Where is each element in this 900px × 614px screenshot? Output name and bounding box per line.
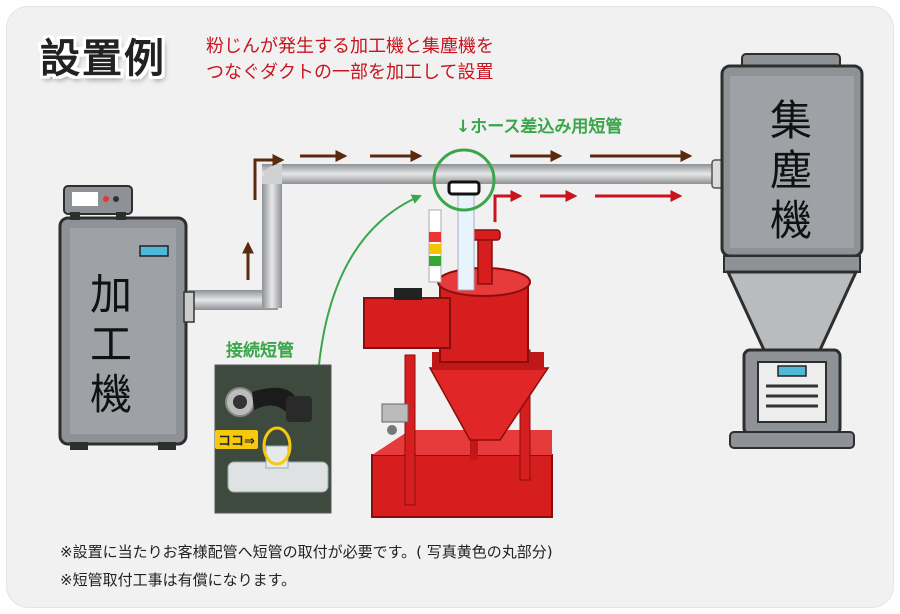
collector-char: 塵 <box>769 146 812 195</box>
machine-label: 加 工 機 <box>86 270 136 420</box>
note-fee: ※短管取付工事は有償になります。 <box>60 571 297 589</box>
koko-label: ココ⇒ <box>215 430 258 449</box>
machine-char: 機 <box>89 370 132 419</box>
subtitle-line-2: つなぐダクトの一部を加工して設置 <box>206 62 494 83</box>
dust-collector <box>720 53 864 449</box>
machine-char: 工 <box>89 320 132 369</box>
note-installation: ※設置に当たりお客様配管へ短管の取付が必要です。( 写真黄色の丸部分) <box>60 543 553 561</box>
processing-machine <box>58 185 195 450</box>
hose-highlight <box>317 148 496 376</box>
hose-tube-label: ↓ホース差込み用短管 <box>456 117 623 137</box>
collector-label: 集 塵 機 <box>766 96 816 246</box>
red-flow-arrows <box>493 190 683 222</box>
flow-arrows <box>242 150 693 280</box>
subtitle-line-1: 粉じんが発生する加工機と集塵機を <box>206 36 494 57</box>
page-title: 設置例 <box>40 36 166 82</box>
connection-tube-label: 接続短管 <box>226 341 294 361</box>
subtitle: 粉じんが発生する加工機と集塵機を つなぐダクトの一部を加工して設置 <box>206 34 494 86</box>
machine-char: 加 <box>89 270 132 319</box>
collector-char: 機 <box>769 196 812 245</box>
red-unit <box>363 180 553 518</box>
collector-char: 集 <box>769 96 812 145</box>
